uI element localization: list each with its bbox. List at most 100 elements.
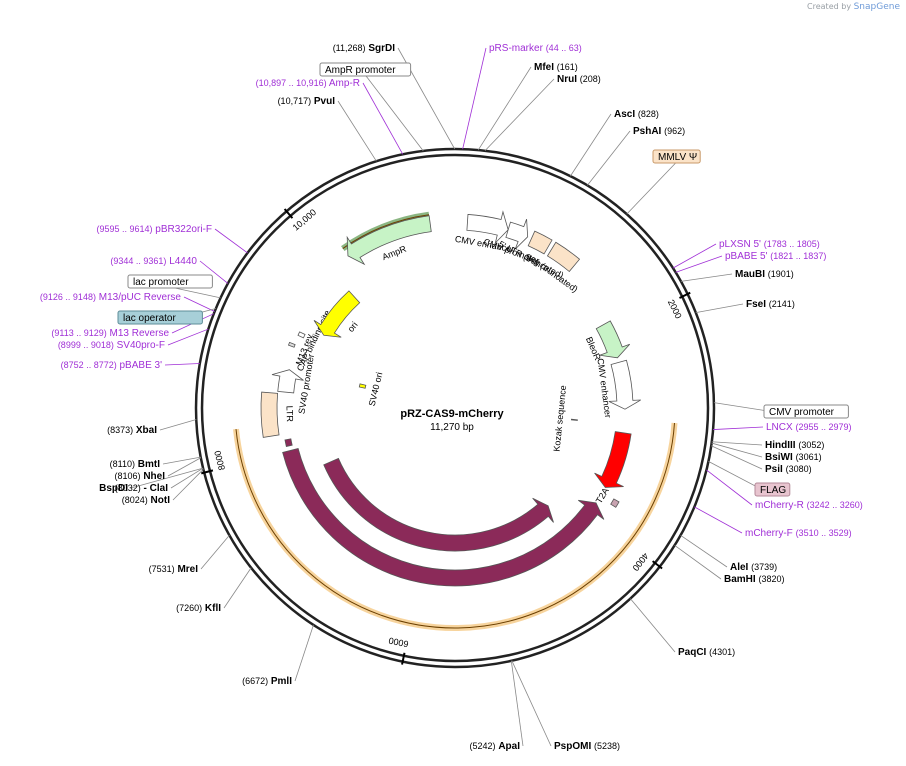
site-bsiwi: BsiWI (3061) (765, 452, 822, 463)
site-coord: (9344 .. 9361) (110, 256, 166, 266)
site-coord: (1821 .. 1837) (770, 251, 826, 261)
tick-label-8000: 8000 (212, 449, 227, 471)
site-line-pbabe-3 (164, 363, 200, 366)
site-line-pspomi (511, 660, 552, 747)
site-nhei: (8106) NheI (115, 471, 166, 482)
site-coord: (208) (580, 74, 601, 84)
site-pbabe-5: pBABE 5' (1821 .. 1837) (725, 251, 826, 262)
site-name: MauBI (735, 269, 765, 280)
site-coord: (3052) (798, 440, 824, 450)
site-hindiii: HindIII (3052) (765, 440, 824, 451)
feature-ampr (346, 215, 432, 266)
site-coord: (9595 .. 9614) (96, 224, 152, 234)
site-line-nhei (167, 457, 202, 477)
site-coord: (8999 .. 9018) (58, 340, 114, 350)
site-line-fsei (695, 303, 744, 314)
site-name: PaqCI (678, 647, 707, 658)
site-line-sv40pro-f (167, 328, 209, 346)
site-coord: (44 .. 63) (546, 43, 582, 53)
site-mcherry-r: mCherry-R (3242 .. 3260) (755, 500, 863, 511)
site-prs-marker: pRS-marker (44 .. 63) (489, 43, 582, 54)
site-coord: (10,897 .. 10,916) (256, 78, 327, 88)
site-sgrdi: (11,268) SgrDI (333, 43, 396, 54)
feature-m13-rev (287, 341, 296, 348)
box-label-lac-promoter: lac promoter (133, 277, 189, 288)
tick-mark-4000 (651, 560, 663, 570)
box-label-cmv-promoter: CMV promoter (769, 407, 835, 418)
box-flag (754, 482, 791, 497)
site-pshai: PshAI (962) (633, 126, 685, 137)
site-name: MreI (177, 564, 198, 575)
site-name: M13/pUC Reverse (99, 292, 182, 303)
box-ampr-promoter (319, 62, 412, 77)
site-coord: (3510 .. 3529) (796, 528, 852, 538)
site-name: BamHI (724, 574, 756, 585)
site-coord: (6672) (242, 676, 268, 686)
feature-cas9 (282, 447, 605, 587)
site-line-lncx (713, 426, 764, 430)
feature-mcherry (594, 431, 632, 488)
site-coord: (8752 .. 8772) (61, 360, 117, 370)
site-line-pshai (587, 130, 631, 186)
feature-cmv-enhancer (466, 210, 509, 245)
site-coord: (4301) (709, 647, 735, 657)
site-name: PspOMI (554, 741, 591, 752)
site-xbai: (8373) XbaI (107, 425, 157, 436)
snapgene-logo: SnapGene (853, 2, 900, 12)
box-line-mmlv (626, 161, 677, 215)
site-nrui: NruI (208) (557, 74, 601, 85)
site-name: M13 Reverse (110, 328, 170, 339)
site-coord: (8106) (115, 471, 141, 481)
site-line-xbai (159, 419, 197, 431)
tick-mark-6000 (401, 652, 406, 665)
site-name: HindIII (765, 440, 796, 451)
backbone (194, 147, 716, 669)
feature-bleor (595, 320, 631, 359)
site-m13-puc-reverse: (9126 .. 9148) M13/pUC Reverse (40, 292, 182, 303)
site-line-noti (172, 469, 204, 501)
site-line-pbr322ori-f (214, 228, 248, 254)
site-line-bmti (162, 456, 201, 465)
box-label-mmlv: MMLV Ψ (658, 152, 697, 163)
site-coord: (8024) (122, 495, 148, 505)
site-line-psii (711, 445, 763, 470)
site-line-paqci (630, 598, 676, 653)
site-line-mfei (477, 66, 532, 151)
site-lncx: LNCX (2955 .. 2979) (766, 422, 852, 433)
box-mmlv (652, 149, 701, 164)
backbone-outer-ring (194, 147, 716, 669)
site-coord: (3061) (796, 452, 822, 462)
site-line-l4440 (199, 260, 229, 284)
feature-label-ori: ori (346, 320, 360, 334)
site-line-m13-puc-reverse (183, 296, 215, 312)
site-name: NotI (151, 495, 171, 506)
site-name: PvuI (314, 96, 335, 107)
feature-t2a (610, 498, 620, 508)
site-name: NheI (143, 471, 165, 482)
snapgene-brand: Created by SnapGene (807, 2, 900, 12)
site-pvui: (10,717) PvuI (278, 96, 336, 107)
site-bmti: (8110) BmtI (110, 459, 161, 470)
site-name: BmtI (138, 459, 160, 470)
plasmid-size: 11,270 bp (430, 422, 474, 433)
feature-label-cas9: Cas9 (419, 549, 441, 562)
site-name: SV40pro-F (117, 340, 165, 351)
site-apai: (5242) ApaI (470, 741, 521, 752)
box-label-lac-operator: lac operator (123, 313, 176, 324)
site-psii: PsiI (3080) (765, 464, 812, 475)
site-coord: (9126 .. 9148) (40, 292, 96, 302)
site-line-bamhi (674, 545, 722, 580)
site-coord: (3739) (751, 562, 777, 572)
feature-cap-binding-site (297, 331, 306, 339)
site-coord: (7531) (149, 564, 175, 574)
site-coord: (5242) (470, 741, 496, 751)
site-name: KflI (205, 603, 221, 614)
feature-label-sv40-ori: SV40 ori (367, 371, 385, 407)
site-bspdi: BspDI (99, 483, 128, 494)
box-cmv-promoter (763, 404, 849, 419)
site-line-plxsn-5 (672, 243, 717, 269)
feature-label-ampr: AmpR (381, 243, 408, 262)
feature-label-ltr: LTR (284, 405, 295, 422)
feature-label-t2a: T2A (594, 486, 611, 505)
